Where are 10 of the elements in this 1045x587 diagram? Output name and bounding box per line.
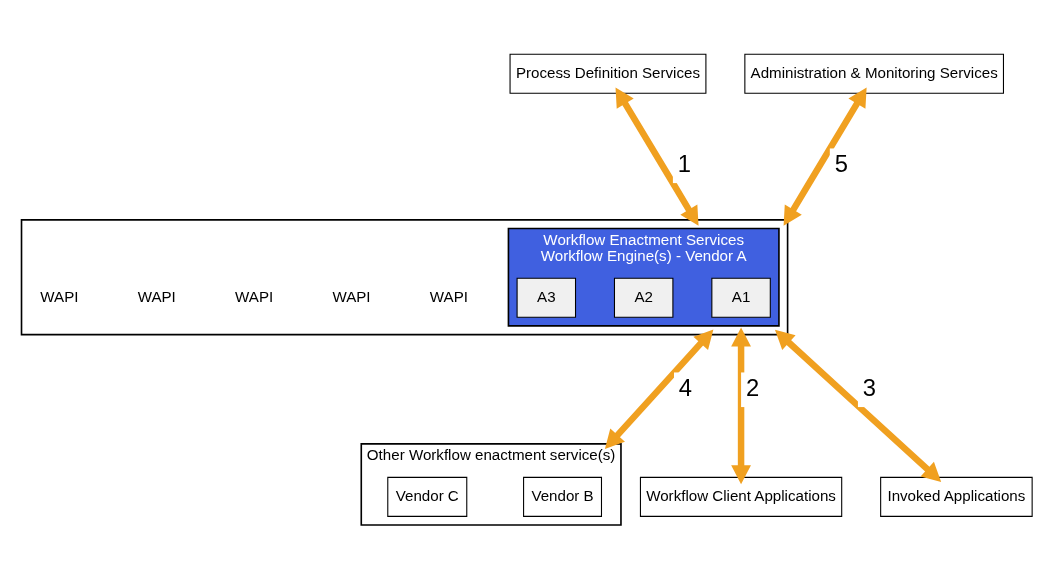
edge-label: 5 xyxy=(834,149,848,177)
label: WAPI xyxy=(429,287,468,305)
edge-label: 1 xyxy=(677,149,692,177)
edge-label: 4 xyxy=(678,373,693,401)
label: WAPI xyxy=(137,287,176,305)
label: WAPI xyxy=(40,287,79,305)
edge-label: 3 xyxy=(862,373,877,401)
label: WAPI xyxy=(332,287,371,305)
edge-label: 2 xyxy=(745,373,760,401)
label: WAPI xyxy=(235,287,274,305)
